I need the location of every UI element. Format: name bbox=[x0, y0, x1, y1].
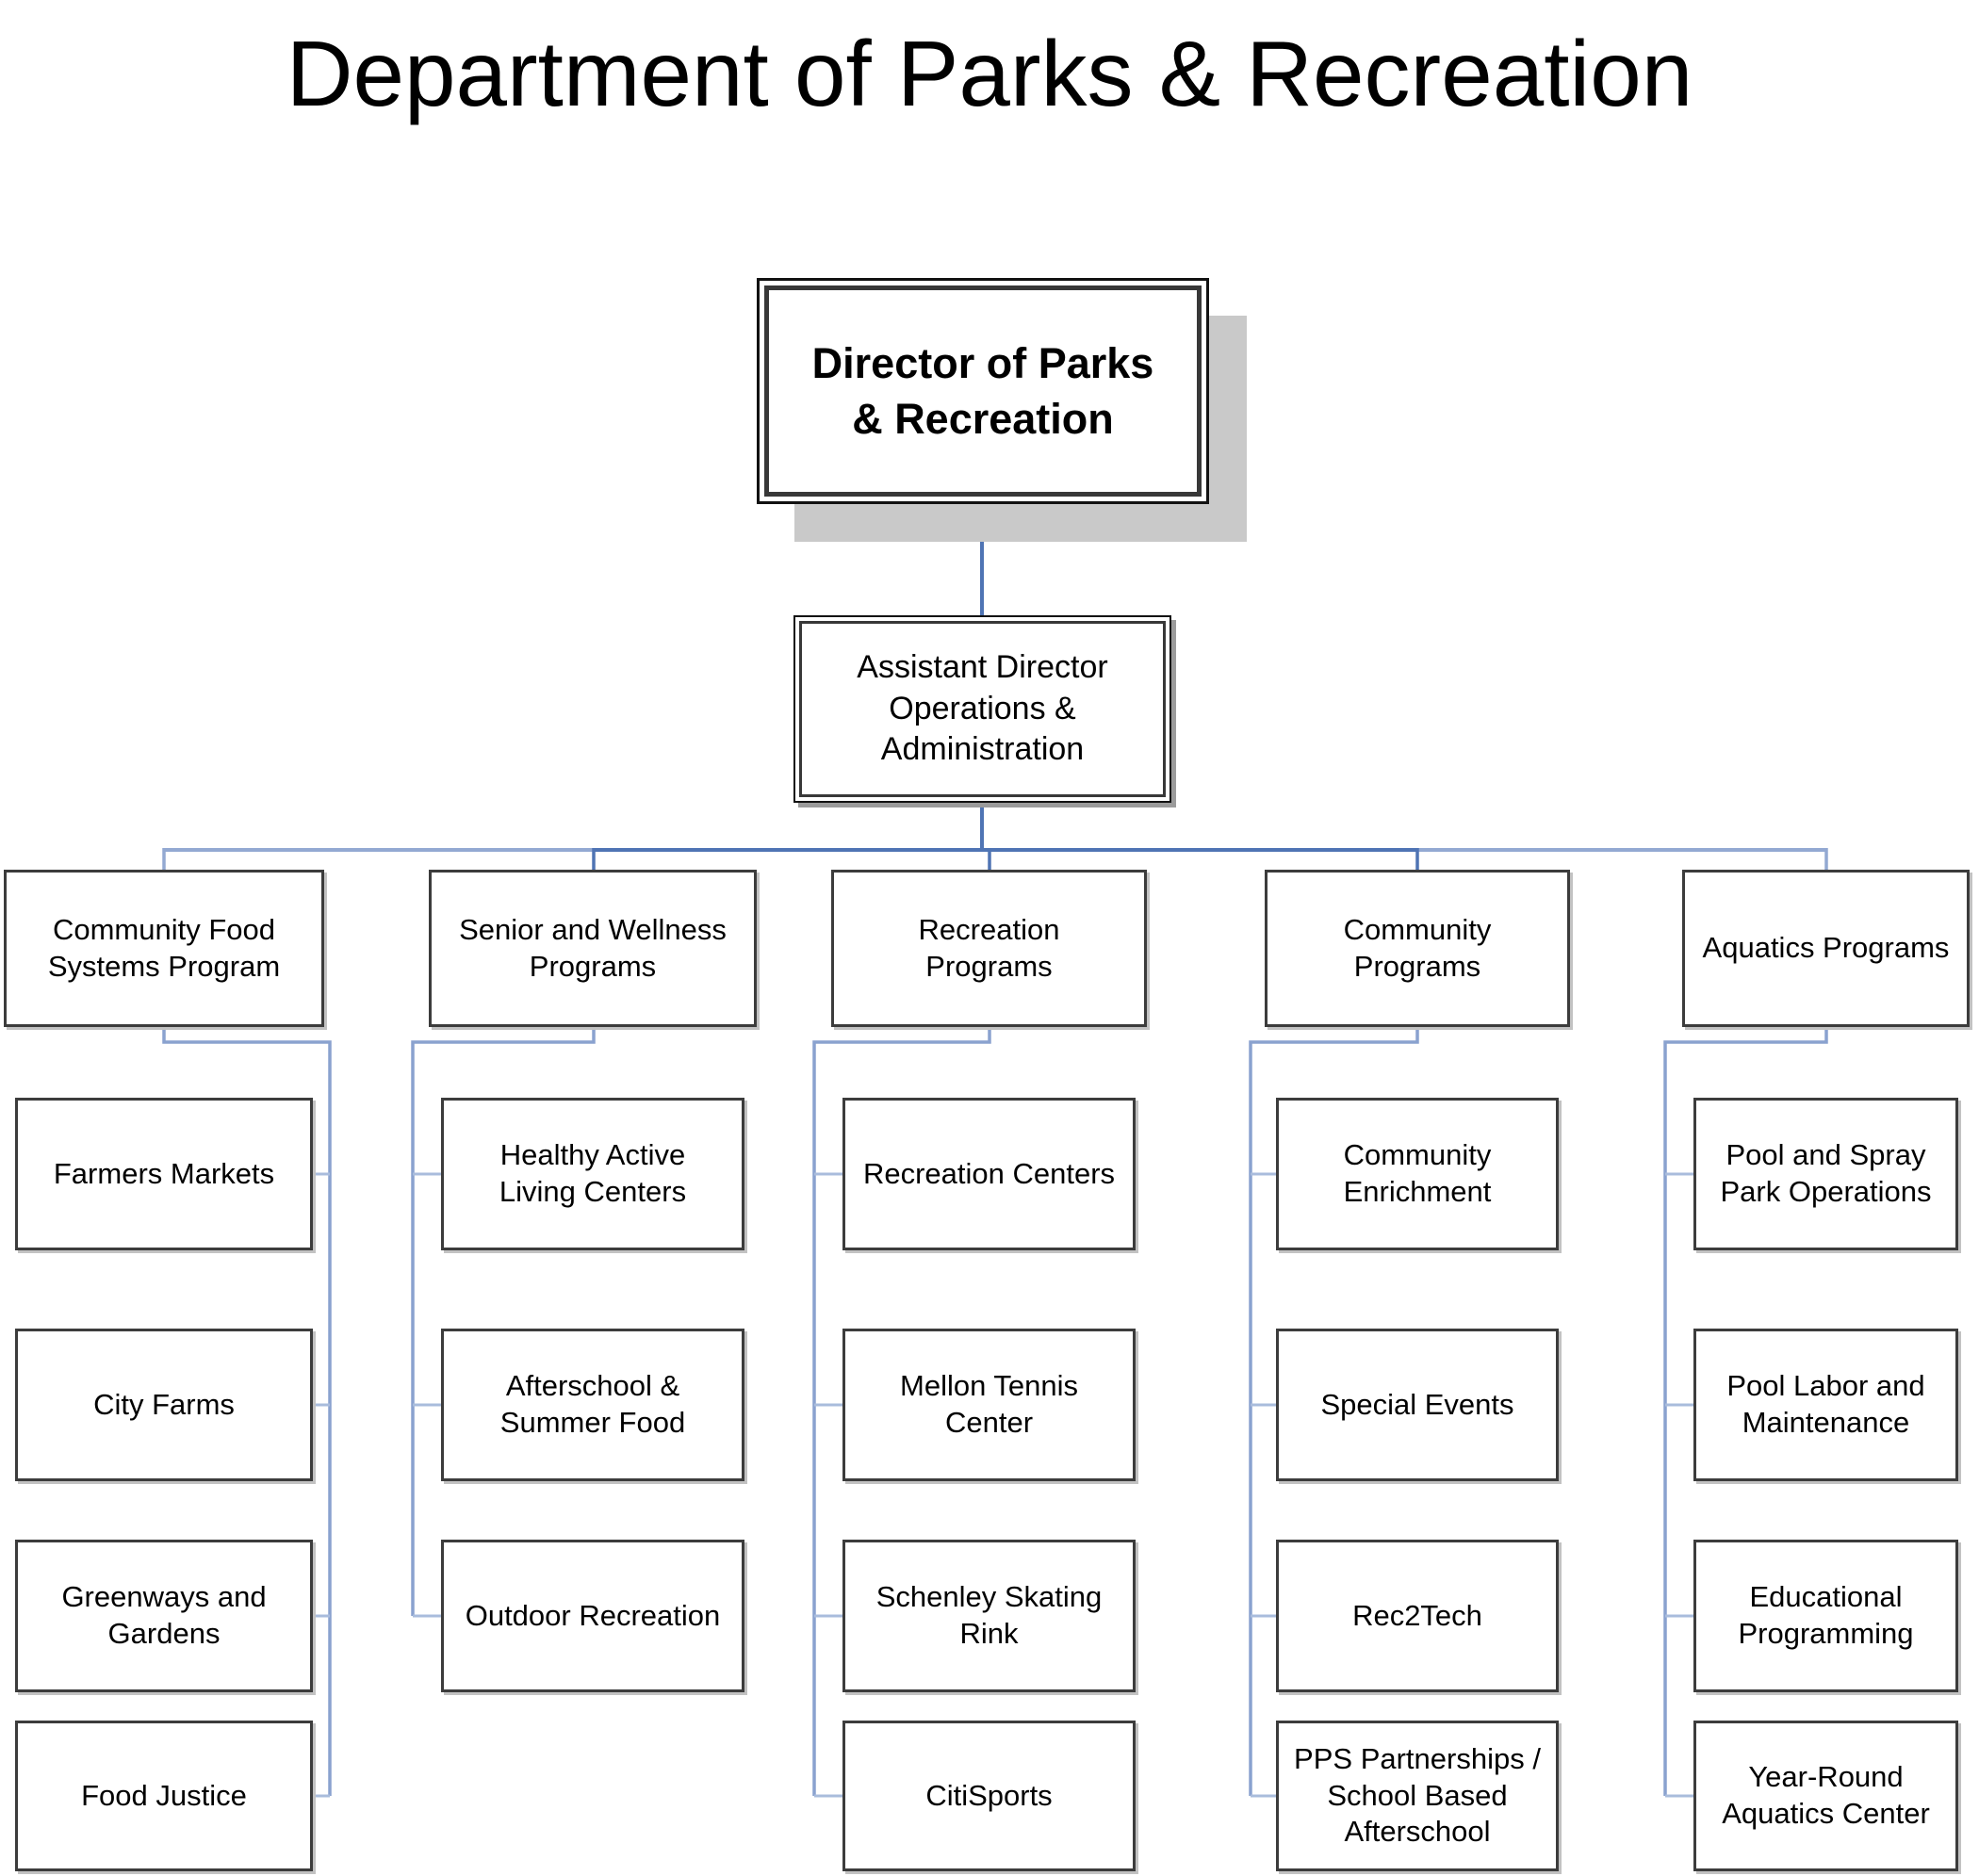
node-rec2tech: Rec2Tech bbox=[1276, 1540, 1559, 1692]
page-title: Department of Parks & Recreation bbox=[286, 22, 1693, 125]
node-recreation-centers: Recreation Centers bbox=[842, 1098, 1136, 1250]
node-special-events: Special Events bbox=[1276, 1329, 1559, 1481]
node-farmers-markets: Farmers Markets bbox=[15, 1098, 313, 1250]
node-food-justice: Food Justice bbox=[15, 1721, 313, 1871]
node-pool-and-spray-park-operations: Pool and Spray Park Operations bbox=[1693, 1098, 1958, 1250]
node-aquatics-programs: Aquatics Programs bbox=[1682, 870, 1970, 1027]
node-year-round-aquatics-center: Year-Round Aquatics Center bbox=[1693, 1721, 1958, 1871]
node-educational-programming: Educational Programming bbox=[1693, 1540, 1958, 1692]
node-healthy-active-living-centers: Healthy Active Living Centers bbox=[441, 1098, 744, 1250]
child-stubs bbox=[313, 1172, 1693, 1798]
node-recreation-programs: Recreation Programs bbox=[831, 870, 1147, 1027]
column-spines bbox=[162, 1027, 1828, 1796]
rail-drops-dark bbox=[592, 848, 1419, 870]
node-afterschool-summer-food: Afterschool & Summer Food bbox=[441, 1329, 744, 1481]
node-community-enrichment: Community Enrichment bbox=[1276, 1098, 1559, 1250]
director-label: Director of Parks & Recreation bbox=[764, 285, 1202, 497]
node-senior-and-wellness-programs: Senior and Wellness Programs bbox=[429, 870, 757, 1027]
rail-drops-light bbox=[162, 848, 1828, 870]
node-pps-partnerships-school-based-afterschool: PPS Partnerships / School Based Aftersch… bbox=[1276, 1721, 1559, 1871]
node-pool-labor-and-maintenance: Pool Labor and Maintenance bbox=[1693, 1329, 1958, 1481]
node-mellon-tennis-center: Mellon Tennis Center bbox=[842, 1329, 1136, 1481]
assistant-director-label: Assistant Director Operations & Administ… bbox=[799, 621, 1166, 797]
node-director: Director of Parks & Recreation bbox=[757, 278, 1209, 504]
node-citisports: CitiSports bbox=[842, 1721, 1136, 1871]
node-assistant-director: Assistant Director Operations & Administ… bbox=[793, 615, 1171, 803]
node-community-programs: Community Programs bbox=[1265, 870, 1570, 1027]
node-outdoor-recreation: Outdoor Recreation bbox=[441, 1540, 744, 1692]
node-schenley-skating-rink: Schenley Skating Rink bbox=[842, 1540, 1136, 1692]
node-city-farms: City Farms bbox=[15, 1329, 313, 1481]
node-community-food-systems-program: Community Food Systems Program bbox=[4, 870, 324, 1027]
node-greenways-and-gardens: Greenways and Gardens bbox=[15, 1540, 313, 1692]
